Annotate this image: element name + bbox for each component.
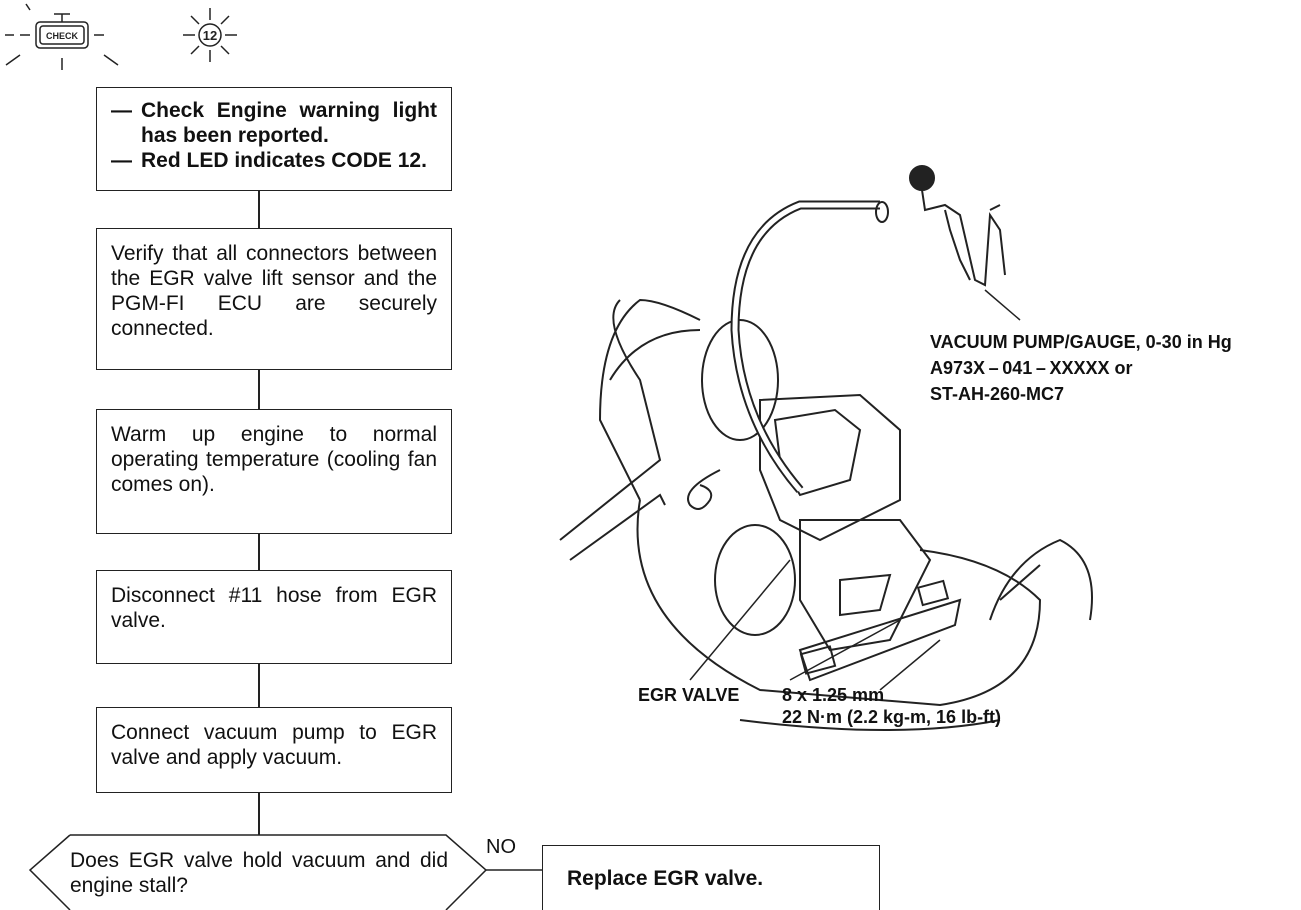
step-check-engine: — Check Engine warning light has been rep… (96, 87, 452, 191)
check-icon-text: CHECK (46, 31, 79, 41)
egr-valve-label: EGR VALVE (638, 685, 740, 705)
check-engine-icon (5, 3, 119, 70)
decision-text: Does EGR valve hold vacuum and did engin… (70, 849, 448, 897)
code-badge: 12 (203, 28, 217, 43)
header-icons: CHECK 12 (5, 3, 237, 70)
bolt-size-label: 8 x 1.25 mm (782, 685, 885, 705)
step-warm-up: Warm up engine to normal operating tempe… (96, 409, 452, 534)
step3-text: Warm up engine to normal operating tempe… (111, 423, 437, 496)
step-connect-pump: Connect vacuum pump to EGR valve and app… (96, 707, 452, 793)
step1-line1: Check Engine warning light has been repo… (141, 99, 437, 147)
step-disconnect-hose: Disconnect #11 hose from EGR valve. (96, 570, 452, 664)
step5-text: Connect vacuum pump to EGR valve and app… (111, 721, 437, 769)
dash-icon: — (111, 149, 132, 172)
no-action-text: Replace EGR valve. (567, 866, 764, 890)
pump-label-line3: ST-AH-260-MC7 (930, 384, 1065, 404)
step2-text: Verify that all connectors between the E… (111, 242, 437, 340)
blinking-code-icon (183, 8, 237, 62)
dash-icon: — (111, 99, 132, 122)
step4-text: Disconnect #11 hose from EGR valve. (111, 584, 437, 632)
step1-line2: Red LED indicates CODE 12. (141, 149, 427, 172)
pump-label-line1: VACUUM PUMP/GAUGE, 0-30 in Hg (930, 332, 1232, 352)
step-verify-connectors: Verify that all connectors between the E… (96, 228, 452, 370)
no-label: NO (486, 836, 516, 858)
pump-label-line2: A973X – 041 – XXXXX or (930, 358, 1133, 378)
bolt-torque-label: 22 N·m (2.2 kg-m, 16 lb-ft) (782, 707, 1002, 727)
action-replace-egr-valve: Replace EGR valve. (542, 845, 880, 910)
